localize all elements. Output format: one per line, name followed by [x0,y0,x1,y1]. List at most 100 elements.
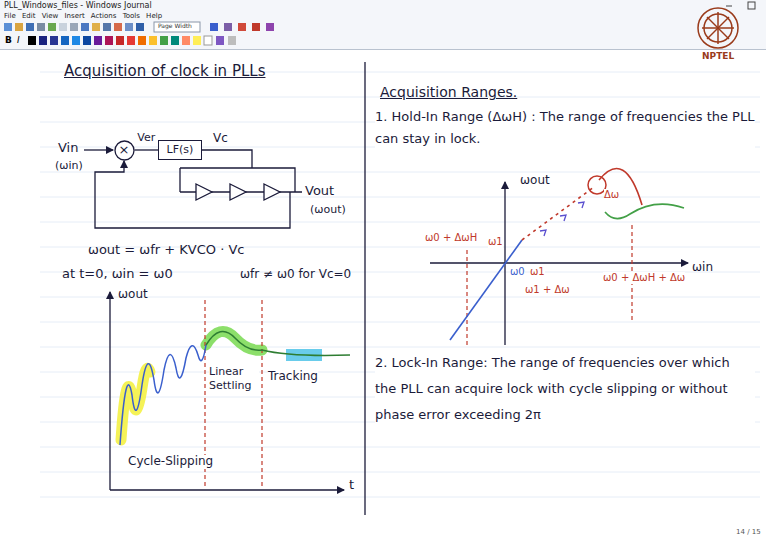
toolbar-icons [92,23,100,31]
text-label: ω1 [530,266,545,278]
color-palette [105,36,113,45]
window-chrome [0,49,766,50]
pll-wires [84,150,302,228]
nptel-logo [698,8,738,48]
transfer-graph [605,204,684,218]
ruled-lines [40,197,760,198]
ruled-lines [40,172,760,173]
text-label: Vout [305,184,334,199]
transfer-graph [430,262,688,263]
color-palette [149,36,157,45]
toolbar-icons [15,23,23,31]
text-label: I [17,35,20,45]
nptel-logo [698,8,738,48]
text-label: PLL_Windows_files - Windows Journal [4,1,152,10]
color-palette [116,36,124,45]
transfer-graph [540,202,584,236]
buffer-symbol [264,184,280,200]
text-label: NPTEL [702,51,734,61]
window-chrome [726,6,732,7]
text-label: Page Width [158,23,192,30]
node-text: × [119,143,130,157]
color-palette [28,36,236,45]
ruled-lines [40,72,760,497]
text-label: ω0 [510,266,525,278]
toolbar-icons [48,23,56,31]
multiplier-circle: × [114,140,135,161]
time-graph [110,292,350,490]
highlight-yellow [121,368,150,440]
window-chrome [0,0,766,50]
toolbar-icons [125,23,133,31]
buffer-symbol [196,184,212,200]
toolbar-icons [26,23,34,31]
text-label: (ωin) [55,160,83,173]
time-graph [109,292,110,490]
text-label: 1. Hold-In Range (ΔωH) : The range of fr… [375,106,755,150]
edge-label: Ver [137,132,155,145]
color-palette [83,36,91,45]
color-palette [204,36,212,45]
text-label: B [5,35,12,45]
loop-filter-box: LF(s) [158,140,202,160]
page-title: Acquisition of clock in PLLs [64,63,265,80]
color-palette [28,36,36,45]
text-label: Vin [58,141,78,156]
text-label: 14 / 15 [736,528,761,536]
color-palette [127,36,135,45]
toolbar-icons [37,23,45,31]
transfer-graph [430,168,688,345]
toolbar-icons [136,23,144,31]
text-label: Δω [604,189,619,201]
vco-waveform [120,345,206,445]
toolbar-icons [103,23,111,31]
color-palette [182,36,190,45]
transfer-graph [466,250,467,345]
color-palette [216,36,224,45]
buffer-symbol [230,184,246,200]
ruled-lines [40,472,760,473]
transfer-graph [450,240,522,340]
text-label: Cycle-Slipping [128,455,213,469]
color-palette [228,36,236,45]
text-label: ωout [118,288,148,302]
color-palette [160,36,168,45]
color-palette [94,36,102,45]
toolbar-icons [70,23,78,31]
transfer-graph [522,187,594,240]
circle-outline [115,141,134,160]
text-label: File Edit View Insert Actions Tools Help [4,12,162,20]
color-palette [193,36,201,45]
time-graph [110,489,344,490]
color-palette [138,36,146,45]
text-label: (ωout) [310,204,346,217]
ruled-lines [40,497,760,498]
text-label: ωout [520,174,550,188]
signal-wire [135,149,159,150]
text-label: 2. Lock-In Range: The range of frequenci… [375,350,755,428]
transfer-graph [599,168,642,205]
text-label: ωout = ωfr + KVCO · Vc [88,243,244,258]
ruled-lines [40,297,760,298]
text-label: Acquisition Ranges. [380,84,517,100]
toolbar-icons [4,23,12,31]
text-label: at t=0, ωin = ω0 [62,267,173,282]
toolbar-icons [114,23,122,31]
pll-wires [202,150,252,168]
pll-wires [95,161,290,228]
toolbar-icons [252,23,260,31]
toolbar-icons [4,22,274,32]
text-label: ωfr ≠ ω0 for Vc=0 [240,268,351,282]
buffer-symbol [196,184,280,200]
toolbar-icons [154,22,200,32]
ruled-lines [40,322,760,323]
window-chrome [748,2,755,9]
text-label: Linear Settling [209,365,259,393]
text-label: t [349,478,354,493]
color-palette [61,36,69,45]
node-text: LF(s) [167,144,194,156]
toolbar-icons [238,23,246,31]
text-label: Tracking [268,370,318,384]
color-palette [171,36,179,45]
